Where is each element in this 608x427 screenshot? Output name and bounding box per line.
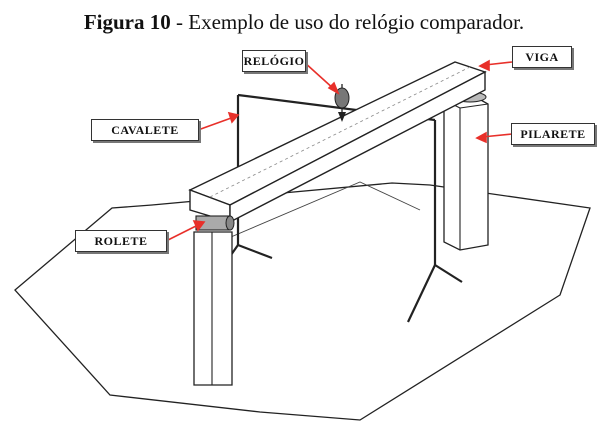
- figure-number: Figura 10: [83, 10, 171, 34]
- ground-plane: [14, 182, 591, 421]
- label-viga: VIGA: [512, 46, 572, 68]
- ground-shadow: [204, 181, 421, 249]
- back-pillar: [443, 94, 489, 251]
- front-pillar: [193, 231, 233, 386]
- label-rolete: ROLETE: [75, 230, 167, 252]
- label-pilarete: PILARETE: [511, 123, 595, 145]
- figure-title: - Exemplo de uso do relógio comparador.: [170, 10, 525, 34]
- label-cavalete: CAVALETE: [91, 119, 199, 141]
- label-relogio: RELÓGIO: [242, 50, 306, 72]
- pointer-arrows: [165, 59, 513, 242]
- front-roller: [195, 215, 235, 231]
- figure-caption: Figura 10 - Exemplo de uso do relógio co…: [0, 10, 608, 35]
